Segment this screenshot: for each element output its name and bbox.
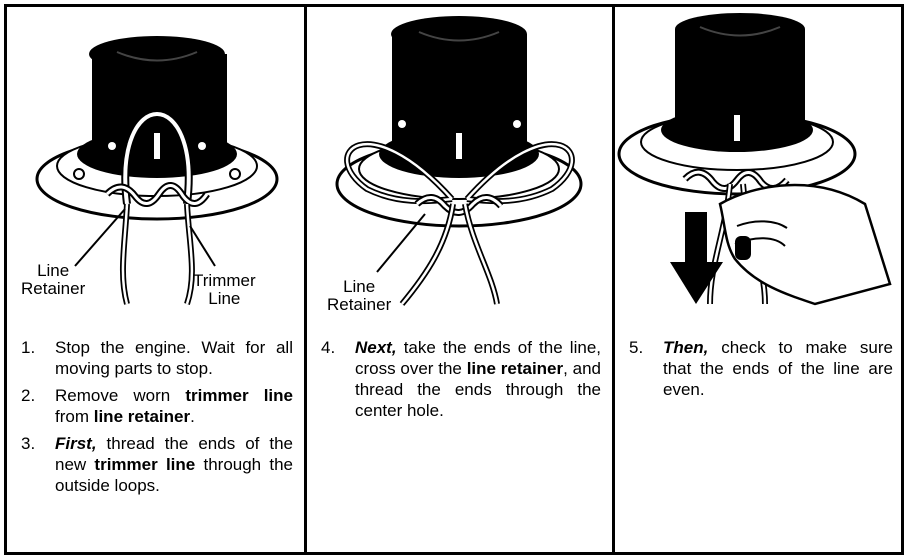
panel-divider-1 — [304, 4, 307, 555]
step-text: Stop the engine. Wait for all moving par… — [55, 337, 293, 379]
step-text: Then, check to make sure that the ends o… — [663, 337, 893, 400]
bold-term: trimmer line — [94, 455, 196, 474]
step-item: 4. Next, take the ends of the line, cross… — [321, 337, 601, 421]
step-text-part: through the outside loops. — [55, 455, 293, 495]
bold-term: line retainer — [466, 359, 564, 378]
step-number: 4. — [321, 338, 336, 357]
step-number: 1. — [21, 338, 36, 357]
steps-list-3: 5. Then, check to make sure that the ends… — [629, 337, 893, 406]
line-retainer-label: Line Retainer — [327, 277, 392, 314]
emphasis-text: Then, — [663, 338, 709, 357]
steps-list-2: 4. Next, take the ends of the line, cross… — [321, 337, 601, 427]
step-item: 1. Stop the engine. Wait for all moving p… — [21, 337, 293, 379]
step-item: 2. Remove worn trimmer line from line ret… — [21, 385, 293, 427]
step-text: Next, take the ends of the line, cross o… — [355, 337, 601, 421]
trimmer-line-label: Trimmer Line — [193, 271, 256, 308]
step-text-part: Stop the engine. Wait for all moving par… — [55, 338, 293, 378]
step-number: 3. — [21, 434, 36, 453]
bold-term: trimmer line — [185, 386, 293, 405]
bold-term: line retainer — [93, 407, 191, 426]
outer-frame — [4, 4, 904, 555]
step-text-part: Remove worn — [55, 386, 186, 405]
trimmer-head-illustration-3 — [617, 13, 892, 306]
step-text-part: , and thread the ends through the center… — [355, 359, 601, 420]
trimmer-head-illustration-1 — [35, 36, 279, 305]
line-retainer-label: Line Retainer — [21, 261, 86, 298]
step-text: First, thread the ends of the new trimme… — [55, 433, 293, 496]
step-panel-2: Line Retainer 4. Next, take the ends of t… — [307, 4, 612, 555]
step-number: 5. — [629, 338, 644, 357]
steps-list-1: 1. Stop the engine. Wait for all moving p… — [21, 337, 293, 502]
step-text-part: take the ends of the line, cross over th… — [355, 338, 601, 378]
emphasis-text: Next, — [355, 338, 397, 357]
step-item: 5. Then, check to make sure that the ends… — [629, 337, 893, 400]
step-panel-1: Line Retainer Trimmer Line 1. Stop the en… — [7, 4, 304, 555]
step-text-part: thread the ends of the new — [55, 434, 293, 474]
step-number: 2. — [21, 386, 36, 405]
step-panel-3: 5. Then, check to make sure that the ends… — [615, 4, 901, 555]
emphasis-text: First, — [55, 434, 97, 453]
panel-divider-2 — [612, 4, 615, 555]
trimmer-head-illustration-2 — [335, 16, 583, 306]
step-text-part: check to make sure that the ends of the … — [663, 338, 893, 399]
step-text-part: from — [55, 407, 94, 426]
step-text: Remove worn trimmer line from line retai… — [55, 385, 293, 427]
step-text-part: . — [190, 407, 195, 426]
step-item: 3. First, thread the ends of the new trim… — [21, 433, 293, 496]
